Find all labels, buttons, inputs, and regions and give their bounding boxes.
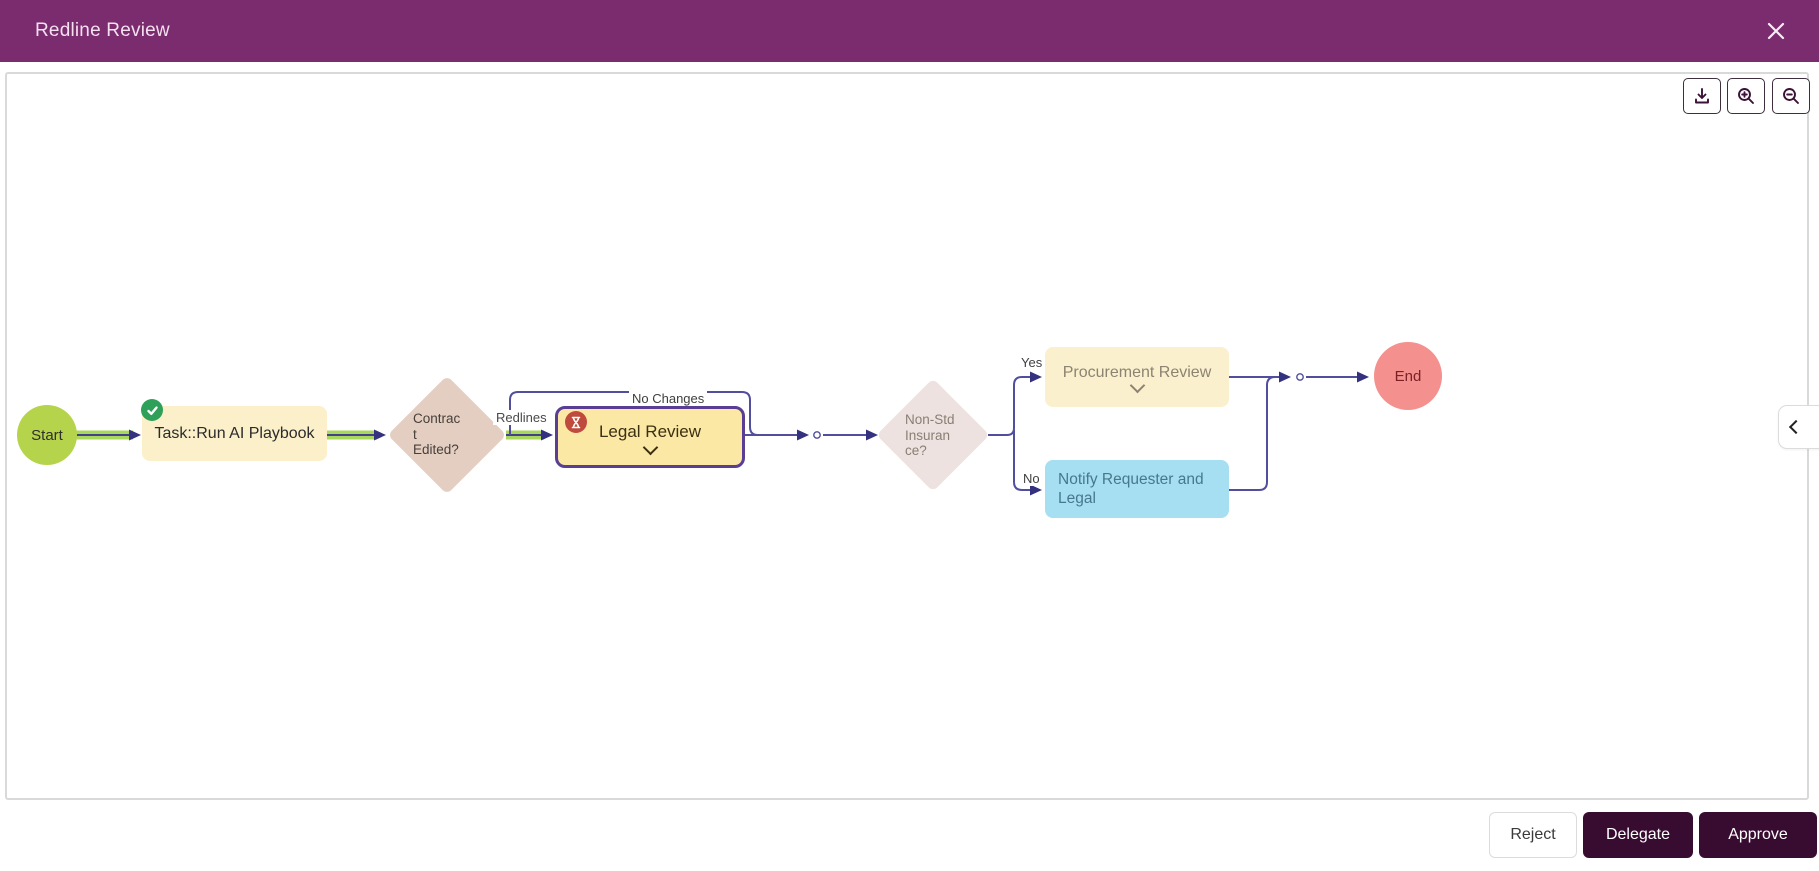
reject-button[interactable]: Reject bbox=[1489, 812, 1577, 858]
node-procurement-review[interactable]: Procurement Review bbox=[1045, 347, 1229, 407]
approve-button[interactable]: Approve bbox=[1699, 812, 1817, 858]
status-in-progress-badge bbox=[565, 411, 587, 433]
modal-title: Redline Review bbox=[35, 20, 170, 41]
node-procurement-review-label: Procurement Review bbox=[1062, 363, 1212, 381]
zoom-out-button[interactable] bbox=[1772, 78, 1810, 114]
close-icon bbox=[1767, 22, 1785, 40]
node-legal-review-label: Legal Review bbox=[598, 421, 702, 441]
check-icon bbox=[146, 405, 158, 415]
side-panel-toggle[interactable] bbox=[1778, 405, 1819, 449]
node-end[interactable]: End bbox=[1374, 342, 1442, 410]
node-start-label: Start bbox=[31, 426, 63, 444]
zoom-in-button[interactable] bbox=[1727, 78, 1765, 114]
edge-label-redlines: Redlines bbox=[493, 410, 550, 425]
delegate-button[interactable]: Delegate bbox=[1583, 812, 1693, 858]
node-notify-label: Notify Requester and Legal bbox=[1058, 471, 1204, 507]
chevron-left-icon bbox=[1788, 419, 1804, 435]
close-button[interactable] bbox=[1759, 14, 1793, 48]
zoom-in-icon bbox=[1738, 88, 1754, 104]
node-task-run-ai-playbook[interactable]: Task::Run AI Playbook bbox=[141, 399, 327, 461]
node-start[interactable]: Start bbox=[17, 405, 77, 465]
edge-label-no-changes: No Changes bbox=[629, 391, 708, 406]
workflow-canvas[interactable]: Start Task::Run AI Playbook Contrac t Ed… bbox=[5, 72, 1810, 800]
node-end-label: End bbox=[1394, 367, 1422, 385]
node-task-label: Task::Run AI Playbook bbox=[154, 424, 315, 442]
edge-label-yes: Yes bbox=[1018, 355, 1046, 370]
node-non-std-insurance-label: Non-Std Insuran ce? bbox=[905, 412, 955, 458]
edge-label-no: No bbox=[1020, 471, 1043, 486]
status-complete-badge bbox=[141, 399, 163, 421]
workflow-edges bbox=[75, 371, 1369, 496]
download-button[interactable] bbox=[1683, 78, 1721, 114]
expand-chevron-icon[interactable] bbox=[642, 439, 658, 455]
modal-header: Redline Review bbox=[0, 0, 1819, 62]
node-legal-review[interactable]: Legal Review bbox=[555, 406, 745, 468]
node-contract-edited-label: Contrac t Edited? bbox=[413, 411, 461, 457]
zoom-out-icon bbox=[1783, 88, 1799, 104]
hourglass-icon bbox=[571, 416, 581, 428]
download-icon bbox=[1695, 88, 1709, 104]
node-notify-requester-legal[interactable]: Notify Requester and Legal bbox=[1045, 460, 1229, 518]
